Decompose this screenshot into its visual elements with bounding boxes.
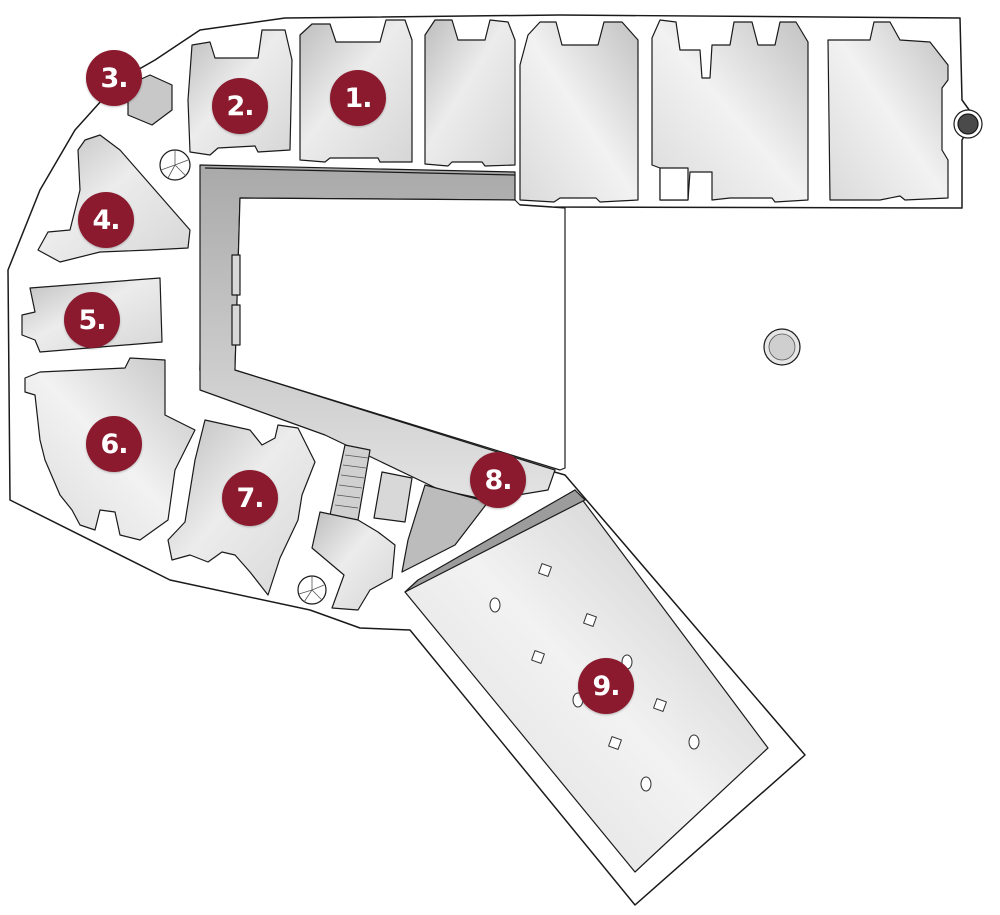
room-9-wall-shade xyxy=(404,489,586,593)
room-marker-5-label: 5. xyxy=(78,304,106,336)
courtyard-edge xyxy=(234,197,566,471)
top-wing xyxy=(187,19,983,203)
room-marker-1-label: 1. xyxy=(344,82,372,114)
room-marker-8-label: 8. xyxy=(484,464,512,496)
corridor-wall-top xyxy=(204,167,516,176)
room-marker-1[interactable]: 1. xyxy=(330,70,386,126)
stair-gap xyxy=(659,167,689,201)
room-marker-6[interactable]: 6. xyxy=(86,416,142,472)
corridor-window-1 xyxy=(231,254,241,296)
lobby-room xyxy=(311,511,396,611)
room-marker-4-label: 4. xyxy=(92,204,120,236)
room-marker-9-label: 9. xyxy=(592,670,620,702)
spiral-stair-1-steps xyxy=(160,150,189,179)
room-marker-9[interactable]: 9. xyxy=(578,658,634,714)
room-marker-5[interactable]: 5. xyxy=(64,292,120,348)
well-inner xyxy=(768,333,796,361)
room-marker-7[interactable]: 7. xyxy=(222,470,278,526)
room-north-b xyxy=(519,21,639,203)
room-marker-3[interactable]: 3. xyxy=(86,50,142,106)
turret-inner xyxy=(957,113,979,135)
small-room xyxy=(373,471,413,523)
corridor xyxy=(199,164,566,501)
stair-steps xyxy=(334,454,369,509)
room-marker-8[interactable]: 8. xyxy=(470,452,526,508)
room-marker-2-label: 2. xyxy=(226,90,254,122)
room-north-c xyxy=(651,19,809,203)
room-north-a xyxy=(424,19,516,167)
room-marker-4[interactable]: 4. xyxy=(78,192,134,248)
room-marker-2[interactable]: 2. xyxy=(212,78,268,134)
corridor-floor xyxy=(199,164,556,501)
spiral-stair-2-steps xyxy=(298,576,325,603)
corridor-window-2 xyxy=(231,304,241,346)
room-marker-3-label: 3. xyxy=(100,62,128,94)
room-marker-6-label: 6. xyxy=(100,428,128,460)
room-marker-7-label: 7. xyxy=(236,482,264,514)
room-north-d xyxy=(827,21,949,201)
